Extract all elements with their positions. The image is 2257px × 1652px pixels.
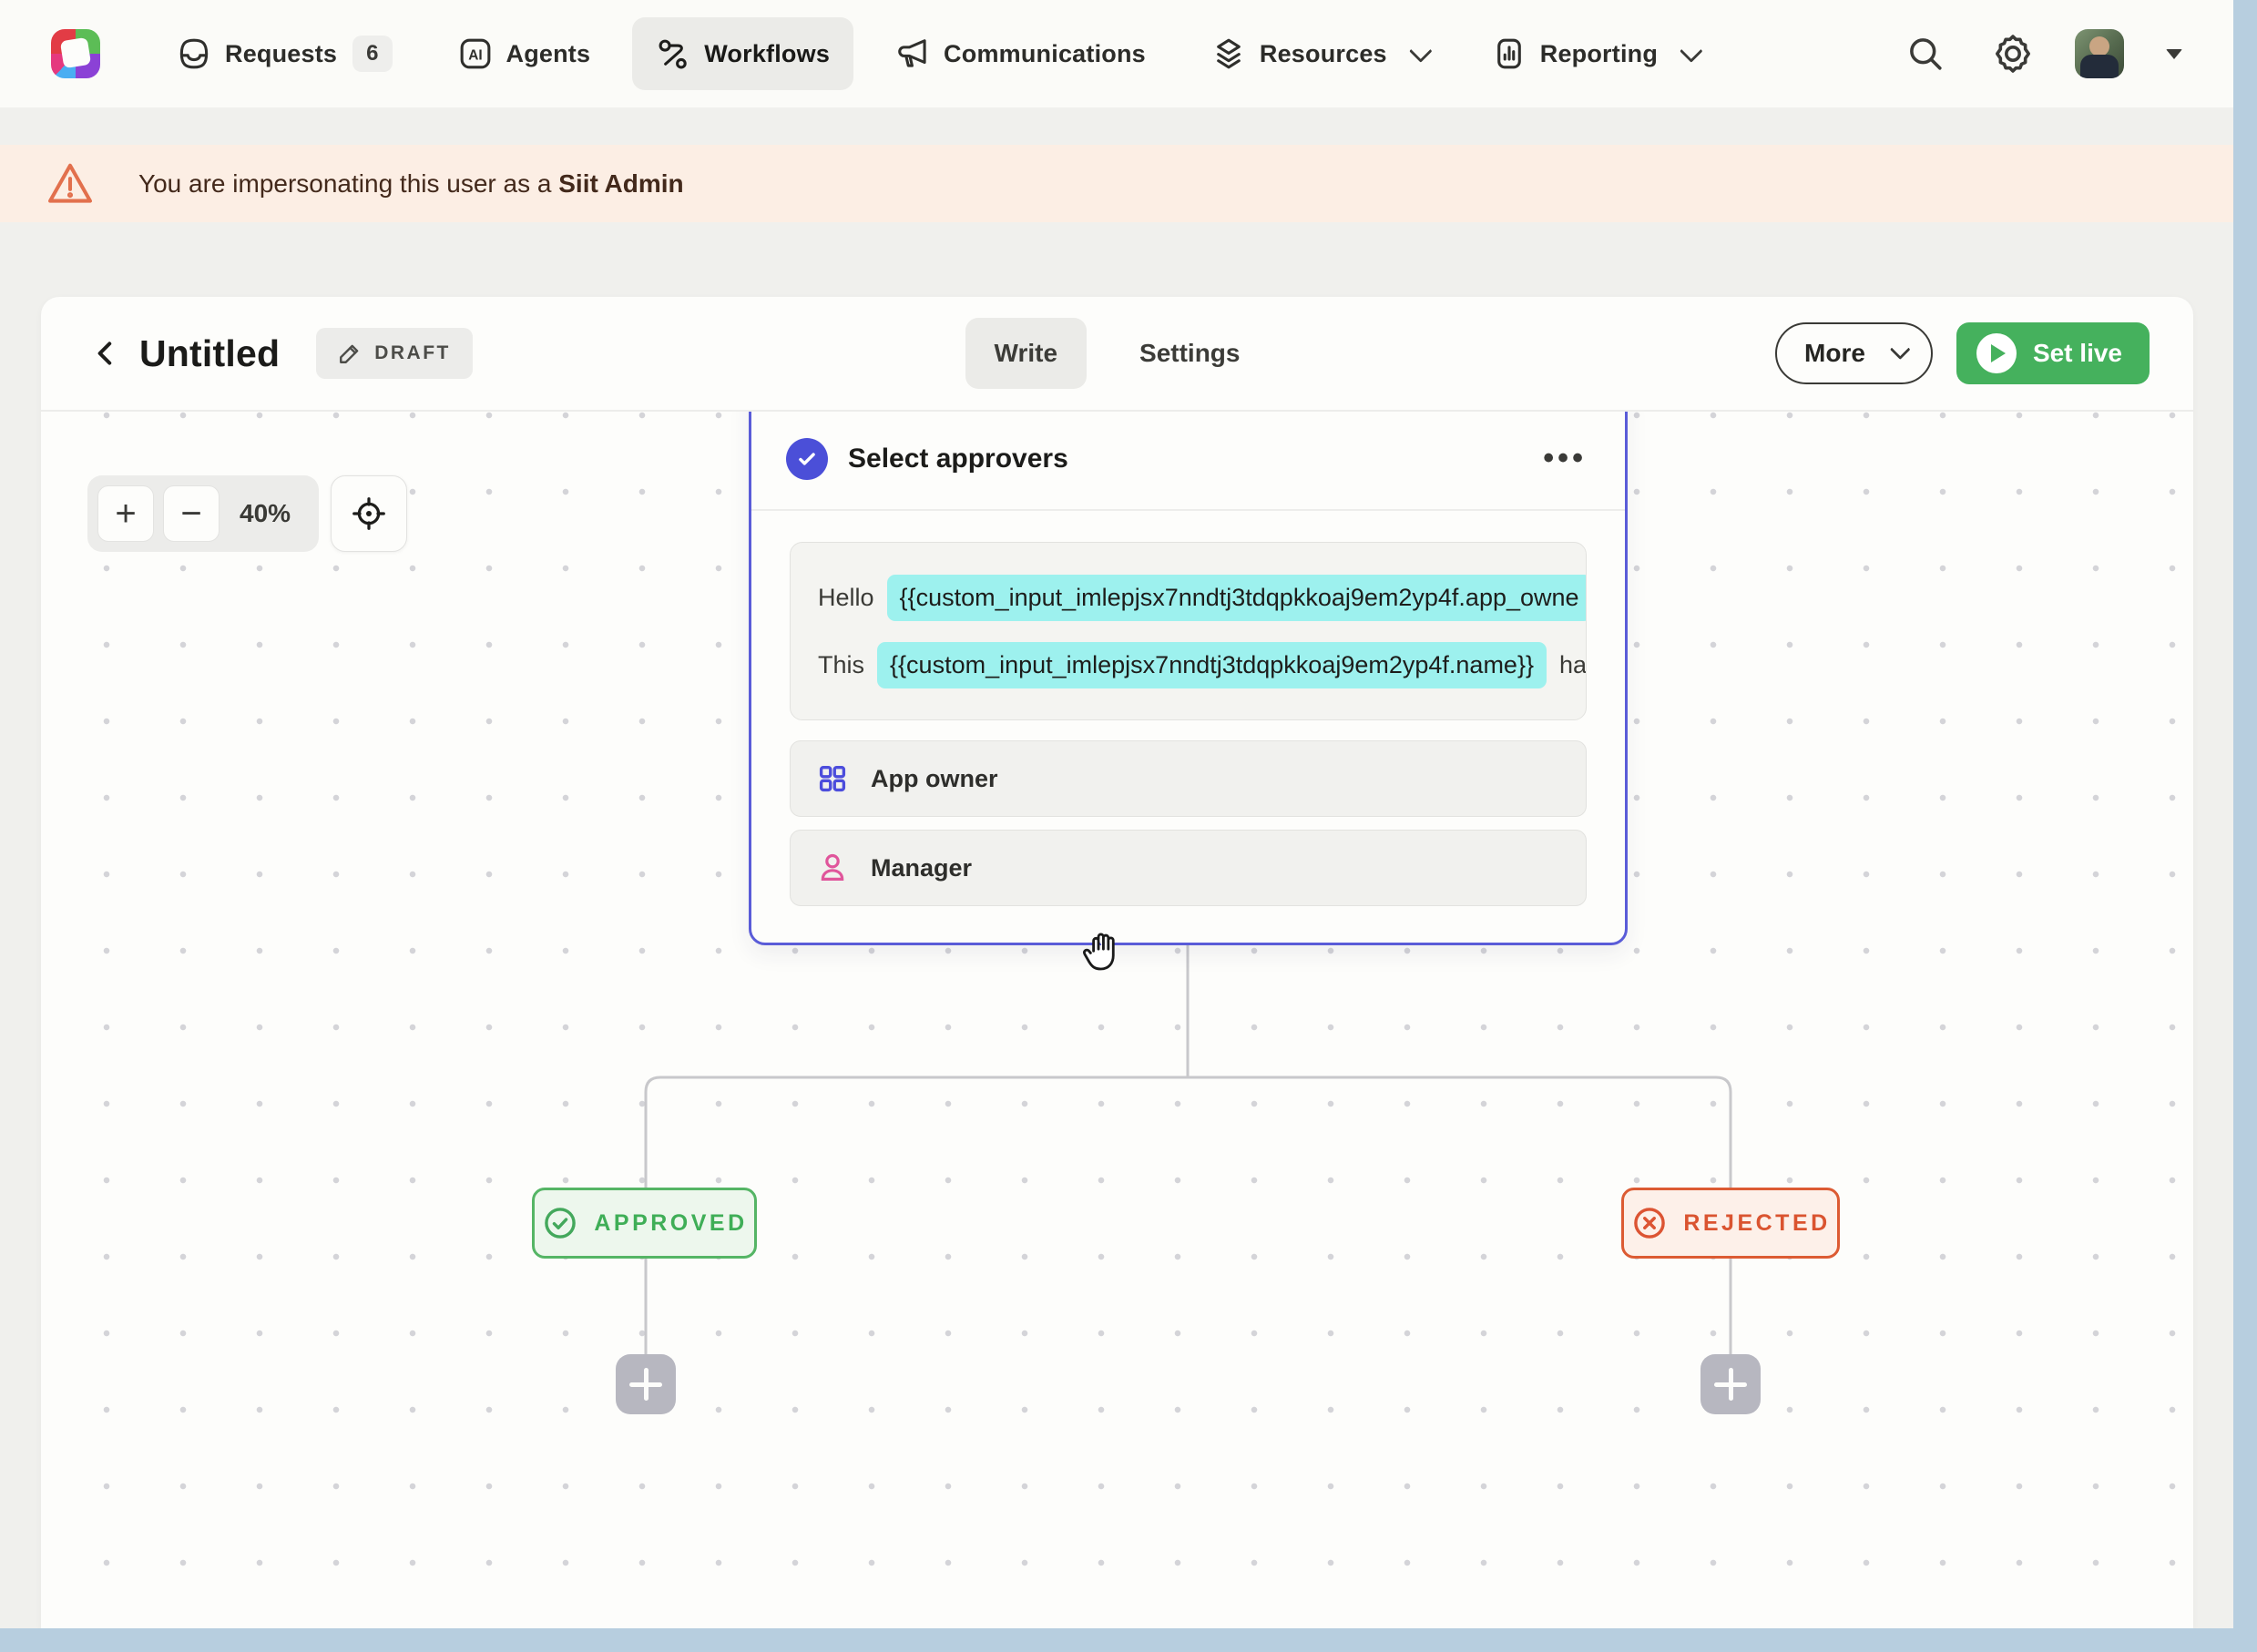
agents-ai-icon: AI [460, 38, 490, 69]
message-suffix: ha [1559, 650, 1587, 678]
fit-view-button[interactable] [331, 475, 407, 552]
main-nav: Requests 6 AI Agents Wor [153, 17, 1721, 90]
person-icon [821, 853, 844, 881]
approver-option-manager[interactable]: Manager [790, 830, 1587, 906]
branch-rejected[interactable]: REJECTED [1621, 1188, 1840, 1259]
zoom-in-button[interactable]: + [97, 485, 154, 542]
nav-label: Reporting [1539, 39, 1659, 67]
siit-logo[interactable] [51, 29, 100, 78]
nav-item-reporting[interactable]: Reporting [1468, 17, 1721, 90]
nav-item-requests[interactable]: Requests 6 [153, 17, 416, 90]
workflow-canvas[interactable]: + − 40% [41, 412, 2193, 1628]
message-line: Hello {{custom_input_imlepjsx7nndtj3tdqp… [818, 570, 1586, 625]
warning-triangle-icon [48, 163, 92, 203]
impersonation-text: You are impersonating this user as a Sii… [138, 168, 684, 198]
set-live-button[interactable]: Set live [1956, 322, 2150, 384]
app-window: Requests 6 AI Agents Wor [0, 0, 2233, 1628]
requests-count-badge: 6 [352, 36, 393, 72]
approval-message-box[interactable]: Hello {{custom_input_imlepjsx7nndtj3tdqp… [790, 542, 1587, 720]
impersonation-role: Siit Admin [558, 168, 684, 198]
zoom-out-button[interactable]: − [163, 485, 220, 542]
requests-inbox-icon [179, 38, 209, 69]
draft-status-badge[interactable]: DRAFT [316, 328, 473, 379]
approver-option-app-owner[interactable]: App owner [790, 740, 1587, 817]
grid-icon [819, 765, 846, 792]
workflow-title[interactable]: Untitled [139, 331, 281, 374]
nav-item-resources[interactable]: Resources [1188, 17, 1450, 90]
add-step-button-rejected[interactable] [1700, 1354, 1761, 1414]
chevron-left-icon [97, 342, 112, 365]
nav-item-workflows[interactable]: Workflows [632, 17, 854, 90]
search-icon [1910, 38, 1942, 70]
nav-label: Agents [506, 39, 591, 67]
nav-item-communications[interactable]: Communications [872, 17, 1169, 90]
workflows-branch-icon [659, 39, 687, 69]
workflow-header: Untitled DRAFT Write Settings More [41, 297, 2193, 412]
top-navigation-bar: Requests 6 AI Agents Wor [0, 0, 2233, 107]
set-live-label: Set live [2032, 339, 2122, 367]
approval-check-badge-icon [786, 438, 828, 480]
tab-write[interactable]: Write [965, 318, 1088, 389]
gear-icon [1995, 35, 2031, 73]
node-menu-button[interactable]: ••• [1543, 441, 1587, 476]
more-label: More [1804, 339, 1865, 367]
chevron-down-icon [1680, 39, 1703, 63]
settings-button[interactable] [1987, 28, 2038, 79]
add-step-button-approved[interactable] [616, 1354, 676, 1414]
branch-approved[interactable]: APPROVED [532, 1188, 757, 1259]
workflow-panel: Untitled DRAFT Write Settings More [41, 297, 2193, 1628]
resources-layers-icon [1217, 38, 1241, 69]
tab-settings[interactable]: Settings [1139, 339, 1241, 367]
user-avatar[interactable] [2075, 29, 2124, 78]
back-button[interactable] [85, 332, 127, 374]
nav-label: Workflows [704, 39, 831, 67]
select-approvers-node[interactable]: Select approvers ••• Hello {{custom_inpu… [749, 412, 1628, 945]
communications-megaphone-icon [898, 39, 926, 67]
svg-text:AI: AI [468, 48, 482, 64]
message-line: This {{custom_input_imlepjsx7nndtj3tdqpk… [818, 637, 1586, 692]
option-label: App owner [871, 764, 998, 792]
play-icon [1976, 333, 2017, 373]
circle-x-icon [1634, 1208, 1666, 1239]
nav-label: Resources [1259, 39, 1387, 67]
approved-label: APPROVED [594, 1209, 748, 1236]
rejected-label: REJECTED [1683, 1209, 1831, 1236]
message-prefix: This [818, 650, 865, 678]
nav-label: Requests [225, 39, 338, 67]
more-button[interactable]: More [1775, 322, 1933, 384]
nav-label: Communications [944, 39, 1146, 67]
zoom-level: 40% [240, 499, 291, 527]
message-prefix: Hello [818, 583, 874, 611]
editor-tabs: Write Settings [965, 318, 1270, 389]
search-button[interactable] [1900, 28, 1951, 79]
node-header: Select approvers ••• [751, 412, 1625, 511]
draft-label: DRAFT [374, 342, 451, 363]
node-body: Hello {{custom_input_imlepjsx7nndtj3tdqp… [751, 511, 1625, 943]
chevron-down-icon [1889, 339, 1911, 361]
node-title: Select approvers [848, 444, 1068, 474]
option-label: Manager [871, 853, 973, 882]
nav-item-agents[interactable]: AI Agents [434, 17, 615, 90]
chevron-down-icon [1408, 39, 1433, 63]
variable-token: {{custom_input_imlepjsx7nndtj3tdqpkkoaj9… [886, 574, 1586, 621]
circle-check-icon [545, 1208, 577, 1239]
crosshair-target-icon [352, 497, 385, 530]
zoom-controls: + − 40% [87, 475, 320, 552]
reporting-chart-icon [1496, 38, 1521, 69]
header-actions: More Set live [1775, 322, 2150, 384]
variable-token: {{custom_input_imlepjsx7nndtj3tdqpkkoaj9… [877, 641, 1547, 688]
window-right-edge [2233, 0, 2257, 1652]
account-caret-icon[interactable] [2166, 48, 2182, 59]
pencil-icon [340, 344, 359, 363]
nav-right-controls [1900, 28, 2182, 79]
window-bottom-edge [0, 1628, 2257, 1652]
impersonation-banner: You are impersonating this user as a Sii… [0, 145, 2233, 222]
